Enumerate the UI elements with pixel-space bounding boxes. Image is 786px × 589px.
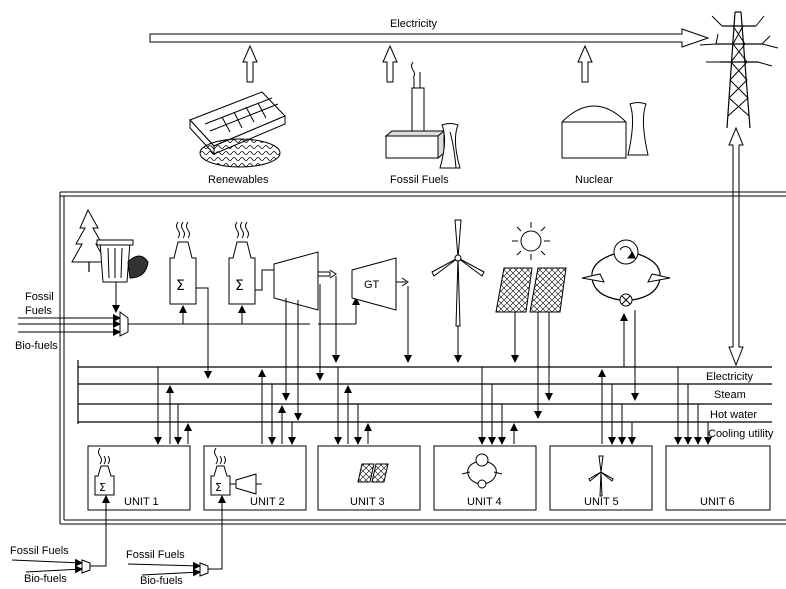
utility-headers	[77, 360, 772, 424]
nuclear-label: Nuclear	[575, 174, 613, 186]
header-cooling-label: Cooling utility	[708, 428, 774, 440]
header-electricity-label: Electricity	[706, 371, 754, 383]
wind-turbine-icon	[431, 219, 485, 327]
unit-connections	[154, 367, 712, 445]
gas-turbine-label: GT	[364, 279, 380, 291]
unit-4-label: UNIT 4	[467, 496, 502, 508]
unit-6-label: UNIT 6	[700, 496, 735, 508]
nuclear-plant-icon	[561, 102, 649, 159]
unit-5[interactable]: UNIT 5	[549, 445, 653, 511]
bottom-bio-label-2: Bio-fuels	[140, 575, 183, 587]
gas-turbine-icon: GT	[351, 257, 409, 311]
bottom-fuel-lines	[11, 495, 226, 577]
nuclear-up-arrow	[577, 44, 593, 83]
top-electricity-arrow	[149, 28, 710, 48]
unit-1[interactable]: Σ UNIT 1	[87, 445, 191, 511]
bottom-fossil-label-2: Fossil Fuels	[126, 549, 185, 561]
header-hot-water-label: Hot water	[710, 409, 757, 421]
renewables-up-arrow	[242, 44, 258, 83]
unit-2-label: UNIT 2	[250, 496, 285, 508]
transmission-tower-icon	[699, 11, 779, 129]
fossil-fuels-label: Fossil Fuels	[390, 174, 449, 186]
bottom-bio-label-1: Bio-fuels	[24, 573, 67, 585]
bottom-fossil-label-1: Fossil Fuels	[10, 545, 69, 557]
waste-bin-icon	[96, 239, 149, 283]
svg-text:Σ: Σ	[235, 278, 244, 294]
generator-connections	[282, 276, 639, 421]
sun-icon	[512, 222, 550, 260]
fossil-plant-icon	[384, 61, 461, 169]
fuel-inputs-lines	[18, 282, 360, 337]
unit-6[interactable]: UNIT 6	[665, 445, 771, 511]
unit-4[interactable]: UNIT 4	[433, 445, 537, 511]
fossil-up-arrow	[382, 44, 398, 83]
svg-text:Σ: Σ	[176, 278, 185, 294]
svg-text:Σ: Σ	[99, 481, 106, 494]
boiler-1-icon: Σ	[169, 221, 212, 379]
fossil-input-label-1: Fossil	[25, 291, 54, 303]
top-electricity-label: Electricity	[390, 18, 438, 30]
svg-text:Σ: Σ	[215, 481, 222, 494]
steam-turbine-icon	[273, 251, 337, 311]
header-steam-label: Steam	[714, 389, 746, 401]
unit-1-label: UNIT 1	[124, 496, 159, 508]
unit-3-label: UNIT 3	[350, 496, 385, 508]
hydro-dam-icon	[189, 91, 286, 168]
site-boundary	[59, 191, 786, 525]
unit-2[interactable]: Σ UNIT 2	[203, 445, 307, 511]
unit-5-label: UNIT 5	[584, 496, 619, 508]
renewables-label: Renewables	[208, 174, 269, 186]
unit-3[interactable]: UNIT 3	[317, 445, 421, 511]
bio-input-label: Bio-fuels	[15, 340, 58, 352]
fossil-input-label-2: Fuels	[25, 305, 52, 317]
heat-pump-cycle-icon	[581, 239, 671, 307]
solar-panels-icon	[495, 267, 567, 313]
grid-exchange-arrow	[728, 126, 744, 367]
tree-icon	[71, 208, 107, 272]
boiler-2-icon: Σ	[228, 221, 274, 305]
